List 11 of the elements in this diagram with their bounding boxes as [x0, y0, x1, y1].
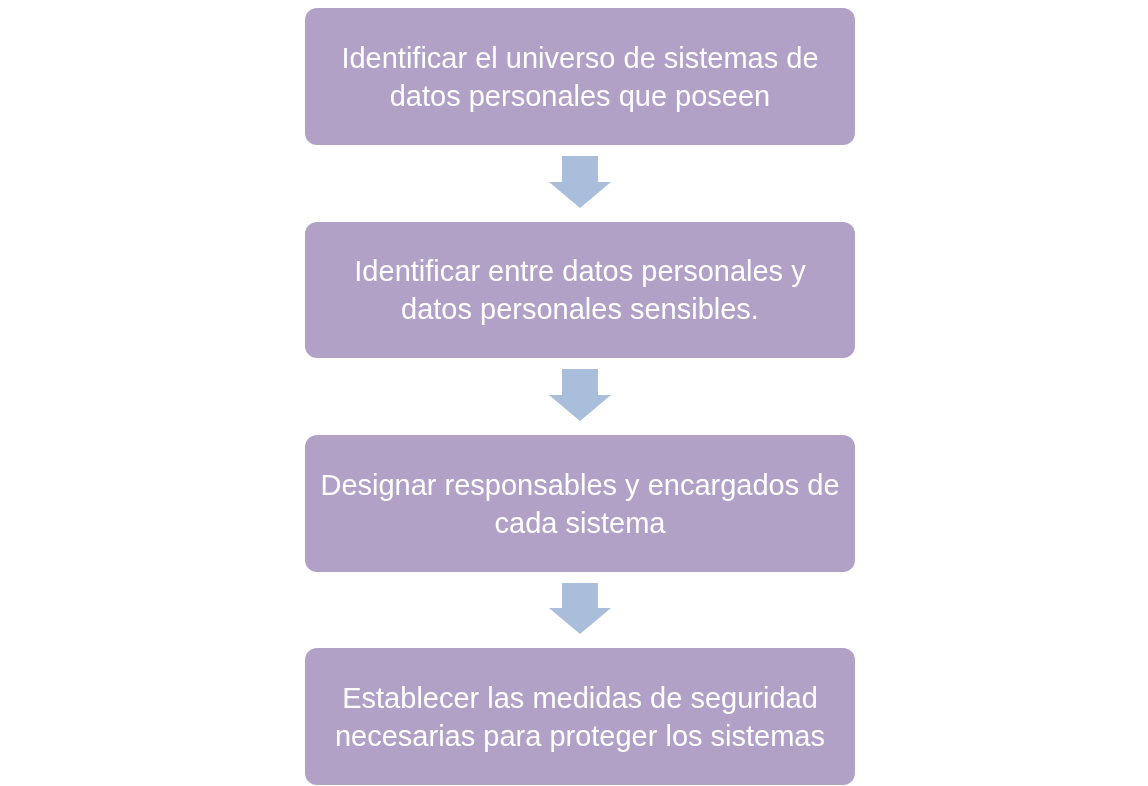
process-box	[305, 222, 855, 358]
arrow	[549, 369, 611, 421]
process-box	[305, 648, 855, 785]
arrow	[549, 583, 611, 634]
arrow	[549, 156, 611, 208]
step-text: Identificar entre datos personales y datos personales sensibles.	[353, 254, 807, 327]
process-box	[305, 435, 855, 572]
step-text: Identificar el universo de sistemas de datos personales que poseen	[340, 40, 820, 114]
process-box	[305, 8, 855, 145]
step-text: Designar responsables y encargados de cada sistema	[319, 467, 841, 541]
step-text: Establecer las medidas de seguridad necesarias para proteger los sistemas	[334, 680, 826, 754]
